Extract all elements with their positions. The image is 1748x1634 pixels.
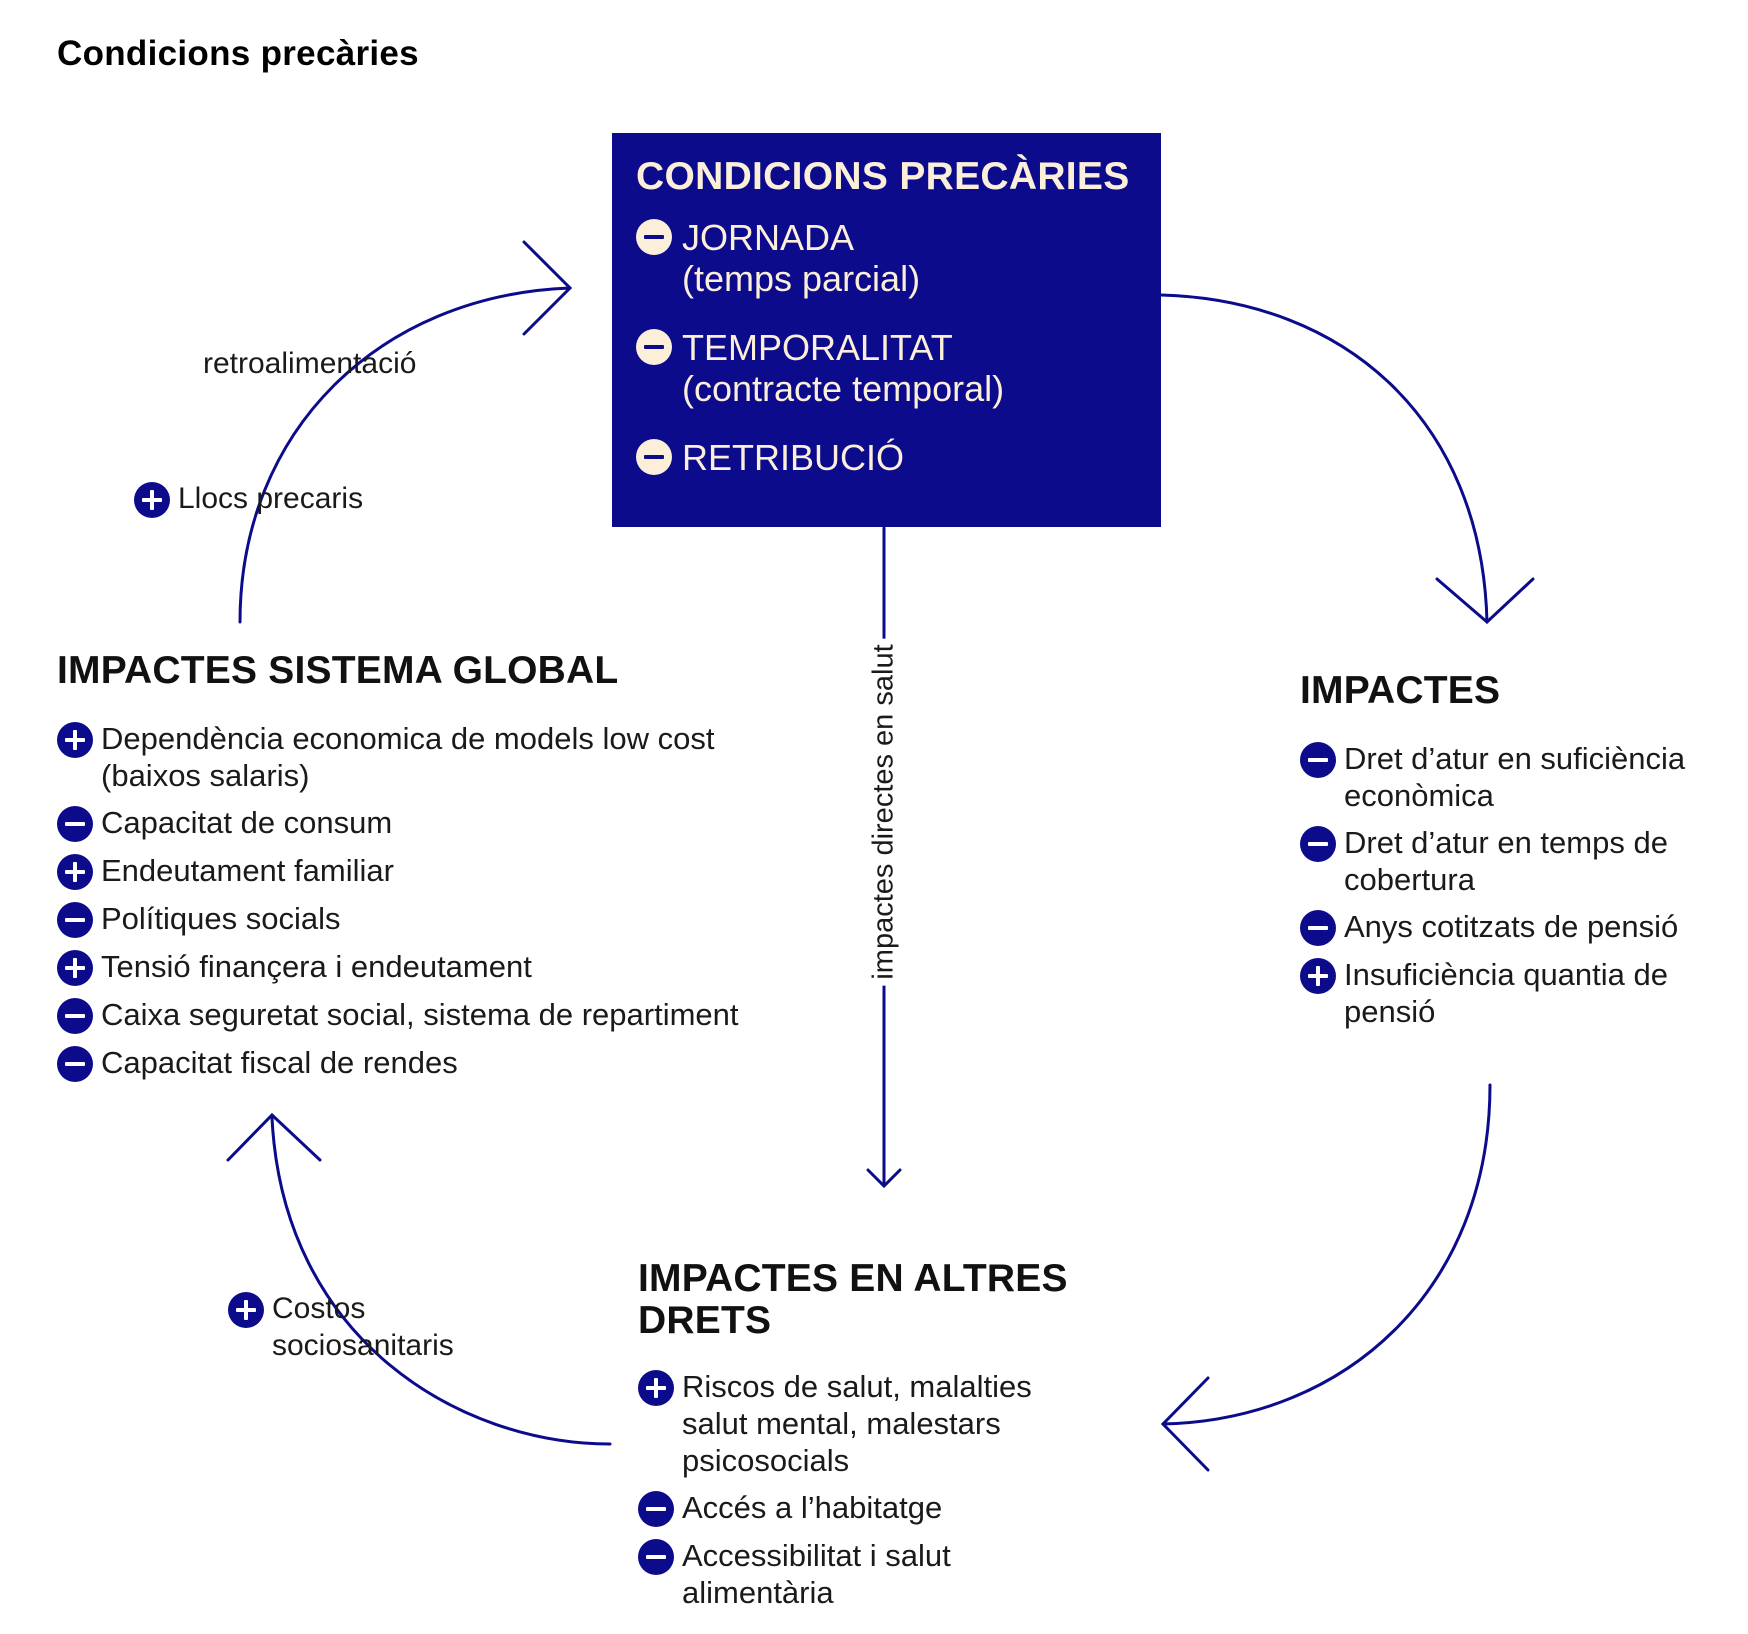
plus-icon xyxy=(134,482,170,518)
minus-icon xyxy=(57,998,93,1034)
list-item: Insuficiència quantia de pensió xyxy=(1300,956,1730,1030)
box-item-jornada: JORNADA (temps parcial) xyxy=(636,217,1161,299)
box-item-label: JORNADA xyxy=(682,217,855,258)
arrow-directes-head xyxy=(866,1168,902,1189)
list-item: Caixa seguretat social, sistema de repar… xyxy=(57,996,847,1034)
arrow-to-altres-drets xyxy=(1161,1083,1492,1426)
minus-icon xyxy=(638,1539,674,1575)
arrow-retroalimentacio xyxy=(238,286,572,624)
list-item-text: Capacitat fiscal de rendes xyxy=(101,1045,458,1080)
altres-drets-title: IMPACTES EN ALTRES DRETS xyxy=(638,1257,1068,1342)
list-item-text: Dret d’atur en suficiència econòmica xyxy=(1344,741,1686,813)
costos-tag: Costos sociosanitaris xyxy=(228,1290,528,1364)
list-item-text: Dret d’atur en temps de cobertura xyxy=(1344,825,1668,897)
list-item-text: Anys cotitzats de pensió xyxy=(1344,909,1679,944)
plus-icon xyxy=(1300,958,1336,994)
box-item-sub: (contracte temporal) xyxy=(682,368,1005,409)
list-item-text: Endeutament familiar xyxy=(101,853,394,888)
tag-text: Llocs precaris xyxy=(178,482,364,515)
box-item-temporalitat: TEMPORALITAT (contracte temporal) xyxy=(636,327,1161,409)
list-item-text: Accés a l’habitatge xyxy=(682,1490,943,1525)
list-item: Capacitat fiscal de rendes xyxy=(57,1044,847,1082)
page-title: Condicions precàries xyxy=(57,34,419,73)
plus-icon xyxy=(57,854,93,890)
list-item: Endeutament familiar xyxy=(57,852,847,890)
arrow-retroalimentacio-head xyxy=(522,240,573,336)
list-item-text: Tensió finançera i endeutament xyxy=(101,949,532,984)
list-item-text: Capacitat de consum xyxy=(101,805,393,840)
impactes-list: Dret d’atur en suficiència econòmica Dre… xyxy=(1300,740,1730,1040)
list-item: Accés a l’habitatge xyxy=(638,1489,1078,1527)
list-item: Dret d’atur en suficiència econòmica xyxy=(1300,740,1730,814)
arrow-to-sistema-global-head xyxy=(226,1112,322,1162)
box-item-label: RETRIBUCIÓ xyxy=(682,437,905,478)
list-item: Dret d’atur en temps de cobertura xyxy=(1300,824,1730,898)
box-title: CONDICIONS PRECÀRIES xyxy=(636,155,1130,198)
minus-icon xyxy=(57,902,93,938)
list-item: Capacitat de consum xyxy=(57,804,847,842)
minus-icon xyxy=(1300,742,1336,778)
plus-icon xyxy=(57,950,93,986)
minus-icon xyxy=(1300,910,1336,946)
list-item: Tensió finançera i endeutament xyxy=(57,948,847,986)
minus-icon xyxy=(636,439,672,475)
minus-icon xyxy=(57,806,93,842)
list-item-text: Insuficiència quantia de pensió xyxy=(1344,957,1669,1029)
minus-icon xyxy=(1300,826,1336,862)
minus-icon xyxy=(57,1046,93,1082)
box-item-retribucio: RETRIBUCIÓ xyxy=(636,437,1161,478)
list-item: Riscos de salut, malalties salut mental,… xyxy=(638,1368,1078,1479)
list-item-text: Riscos de salut, malalties salut mental,… xyxy=(682,1369,1032,1478)
arrow-to-impactes-head xyxy=(1435,577,1535,625)
arrow-to-altres-drets-head xyxy=(1160,1376,1210,1472)
impactes-directes-label: impactes directes en salut xyxy=(867,638,901,986)
list-item: Anys cotitzats de pensió xyxy=(1300,908,1730,946)
box-item-label: TEMPORALITAT xyxy=(682,327,953,368)
box-item-sub: (temps parcial) xyxy=(682,258,921,299)
list-item-text: Polítiques socials xyxy=(101,901,341,936)
altres-drets-list: Riscos de salut, malalties salut mental,… xyxy=(638,1368,1078,1621)
list-item: Dependència economica de models low cost… xyxy=(57,720,817,794)
condicions-precaries-box: CONDICIONS PRECÀRIES JORNADA (temps parc… xyxy=(612,133,1161,527)
minus-icon xyxy=(638,1491,674,1527)
list-item-text: Caixa seguretat social, sistema de repar… xyxy=(101,997,739,1032)
minus-icon xyxy=(636,329,672,365)
list-item-text: Dependència economica de models low cost… xyxy=(101,721,715,793)
sistema-global-list: Dependència economica de models low cost… xyxy=(57,720,847,1092)
arrow-to-impactes xyxy=(1159,293,1489,624)
sistema-global-title: IMPACTES SISTEMA GLOBAL xyxy=(57,649,619,692)
impactes-title: IMPACTES xyxy=(1300,669,1501,712)
arrow-to-sistema-global xyxy=(270,1116,612,1446)
minus-icon xyxy=(636,219,672,255)
list-item: Polítiques socials xyxy=(57,900,847,938)
plus-icon xyxy=(57,722,93,758)
plus-icon xyxy=(228,1292,264,1328)
tag-text: Costos sociosanitaris xyxy=(272,1292,454,1362)
llocs-precaris-tag: Llocs precaris xyxy=(134,480,363,518)
retroalimentacio-label: retroalimentació xyxy=(203,347,417,380)
plus-icon xyxy=(638,1370,674,1406)
list-item: Accessibilitat i salut alimentària xyxy=(638,1537,1078,1611)
list-item-text: Accessibilitat i salut alimentària xyxy=(682,1538,951,1610)
